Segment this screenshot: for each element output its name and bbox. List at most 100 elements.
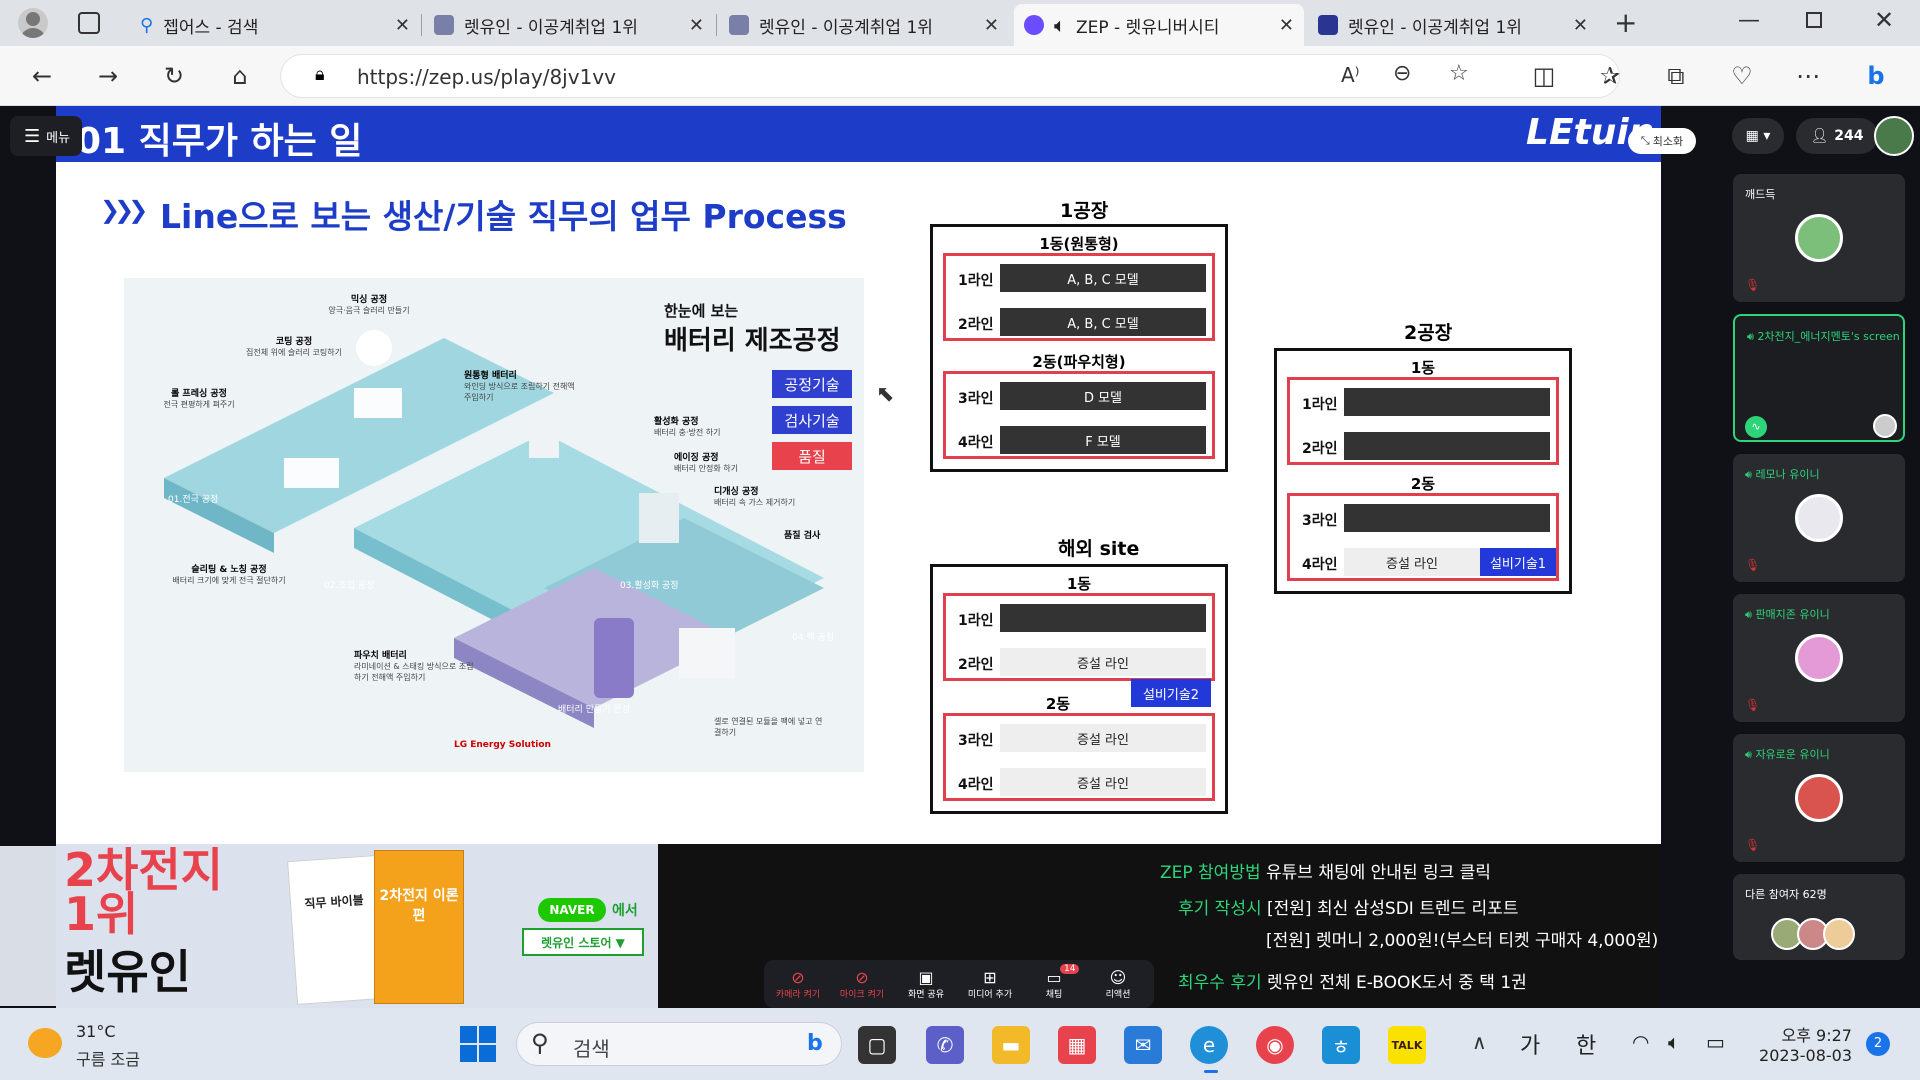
weather-temp[interactable]: 31°C: [76, 1022, 116, 1041]
profile-avatar[interactable]: [18, 8, 48, 38]
camera-button[interactable]: ⊘카메라 켜기: [770, 968, 826, 1004]
infographic-heading-big: 배터리 제조공정: [664, 326, 841, 356]
favorite-icon[interactable]: ☆: [1449, 61, 1469, 86]
file-explorer-icon[interactable]: ▬: [992, 1026, 1030, 1064]
speaking-icon: 🔊︎: [1745, 468, 1756, 481]
participant-card[interactable]: 🔊︎ 레모나 유이니 🎙︎: [1733, 454, 1905, 582]
zoom-icon[interactable]: ⊖: [1393, 61, 1412, 86]
mic-button[interactable]: ⊘마이크 켜기: [834, 968, 890, 1004]
tab-letuin-3[interactable]: 렛유인 - 이공계취업 1위 ✕: [1308, 4, 1598, 46]
weather-desc[interactable]: 구름 조금: [76, 1050, 140, 1069]
participant-name: 🔊︎ 2차전지_에너지멘토's screen: [1747, 330, 1900, 343]
split-screen-icon[interactable]: ◫: [1532, 62, 1556, 90]
tray-overflow-icon[interactable]: ∧: [1472, 1030, 1487, 1054]
ime-mode-2[interactable]: 한: [1576, 1034, 1597, 1059]
favorites-icon[interactable]: ✰: [1599, 62, 1621, 90]
microsoft-store-icon[interactable]: ▦: [1058, 1026, 1096, 1064]
mail-icon[interactable]: ✉: [1124, 1026, 1162, 1064]
participant-card[interactable]: 🔊︎ 판매지존 유이니 🎙︎: [1733, 594, 1905, 722]
back-icon[interactable]: ←: [31, 62, 53, 90]
minimize-button[interactable]: ⤡최소화: [1628, 128, 1696, 154]
participants-count: 244: [1834, 128, 1864, 144]
battery-icon[interactable]: ▭: [1706, 1030, 1725, 1054]
reaction-button[interactable]: ☺리액션: [1090, 968, 1146, 1004]
factory2-title: 2공장: [1404, 322, 1453, 344]
read-aloud-icon[interactable]: A⁾: [1341, 63, 1360, 87]
volume-icon[interactable]: 🔈︎: [1668, 1030, 1680, 1054]
browser-essentials-icon[interactable]: ♡: [1731, 62, 1753, 90]
clock-date[interactable]: 2023-08-03: [1759, 1046, 1852, 1065]
collections-icon[interactable]: ⧉: [1667, 62, 1685, 90]
tab-search[interactable]: ⚲ 젭어스 - 검색 ✕: [130, 4, 420, 46]
bing-icon[interactable]: b: [1867, 62, 1885, 90]
new-tab-button[interactable]: +: [1614, 6, 1638, 39]
url-text[interactable]: https://zep.us/play/8jv1vv: [357, 65, 616, 89]
layout-toggle-button[interactable]: ▦ ▾: [1732, 118, 1784, 154]
home-icon[interactable]: ⌂: [232, 62, 248, 90]
zep-control-bar: [764, 960, 1154, 1008]
ime-mode-1[interactable]: 가: [1520, 1034, 1541, 1059]
start-button[interactable]: [460, 1026, 496, 1062]
other-participants-card[interactable]: 다른 참여자 62명: [1733, 874, 1905, 960]
zone-label: 01.전극 공정: [168, 495, 219, 505]
search-icon: ⚲: [531, 1029, 549, 1057]
teams-chat-icon[interactable]: ✆: [926, 1026, 964, 1064]
line-label: 2라인: [958, 657, 994, 673]
close-window-button[interactable]: ✕: [1874, 6, 1895, 34]
close-icon[interactable]: ✕: [1278, 14, 1294, 36]
letuin-store-button[interactable]: 렛유인 스토어 ▼: [522, 928, 644, 956]
tab-letuin-1[interactable]: 렛유인 - 이공계취업 1위 ✕: [424, 4, 714, 46]
promo-line: 최우수 후기 렛유인 전체 E-BOOK도서 중 택 1권: [1178, 973, 1527, 993]
close-icon[interactable]: ✕: [394, 14, 410, 36]
taskbar-search[interactable]: ⚲ 검색 b: [516, 1022, 842, 1066]
participant-card-screen[interactable]: 🔊︎ 2차전지_에너지멘토's screen ∿: [1733, 314, 1905, 442]
minimize-window-button[interactable]: —: [1738, 8, 1760, 33]
close-icon[interactable]: ✕: [1572, 14, 1588, 36]
participant-card[interactable]: 깨드득 🎙︎: [1733, 174, 1905, 302]
lock-icon[interactable]: 🔒︎: [315, 64, 325, 85]
menu-button[interactable]: ☰ 메뉴: [10, 116, 82, 156]
line-model: [1000, 604, 1206, 632]
edge-icon[interactable]: e: [1190, 1026, 1228, 1064]
close-icon[interactable]: ✕: [983, 14, 999, 36]
tab-letuin-2[interactable]: 렛유인 - 이공계취업 1위 ✕: [719, 4, 1009, 46]
chrome-icon[interactable]: ◉: [1256, 1026, 1294, 1064]
wifi-icon[interactable]: ◠: [1632, 1030, 1650, 1054]
chat-button[interactable]: ▭채팅 14: [1026, 964, 1082, 1004]
more-options-icon[interactable]: ⋯: [1796, 62, 1820, 90]
participant-card[interactable]: 🔊︎ 자유로운 유이니 🎙︎: [1733, 734, 1905, 862]
weather-icon[interactable]: [28, 1028, 62, 1058]
line-label: 4라인: [958, 777, 994, 793]
my-avatar[interactable]: [1874, 116, 1914, 156]
tab-title: 렛유인 - 이공계취업 1위: [464, 17, 638, 38]
kakaotalk-icon[interactable]: TALK: [1388, 1026, 1426, 1064]
line-label: 4라인: [958, 435, 994, 451]
address-bar[interactable]: 🔒︎ https://zep.us/play/8jv1vv A⁾ ⊖ ☆: [280, 54, 1620, 98]
line-label: 1라인: [958, 613, 994, 629]
notification-badge[interactable]: 2: [1866, 1032, 1890, 1056]
forward-icon[interactable]: →: [97, 62, 119, 90]
tab-zep[interactable]: 🔈︎ ZEP - 렛유니버시티 ✕: [1014, 4, 1304, 46]
hangul-app-icon[interactable]: ㅎ: [1322, 1026, 1360, 1064]
participants-button[interactable]: 👤︎244: [1796, 118, 1878, 154]
infographic-heading-small: 한눈에 보는: [664, 302, 739, 320]
close-icon[interactable]: ✕: [688, 14, 704, 36]
tab-title: 젭어스 - 검색: [163, 17, 259, 38]
screen-share-button[interactable]: ▣화면 공유: [898, 968, 954, 1004]
line-model: 증설 라인: [1000, 648, 1206, 676]
refresh-icon[interactable]: ↻: [163, 62, 185, 90]
line-model: [1344, 432, 1550, 460]
speaking-icon: 🔊︎: [1745, 608, 1756, 621]
line-label: 2라인: [958, 317, 994, 333]
line-model: [1344, 504, 1550, 532]
clock-time[interactable]: 오후 9:27: [1781, 1026, 1852, 1045]
media-add-button[interactable]: ⊞미디어 추가: [962, 968, 1018, 1004]
speaker-icon[interactable]: 🔈︎: [1054, 13, 1066, 37]
maximize-window-button[interactable]: [1806, 12, 1822, 28]
tab-bar: ⚲ 젭어스 - 검색 ✕ 렛유인 - 이공계취업 1위 ✕ 렛유인 - 이공계취…: [0, 0, 1920, 46]
task-view-icon[interactable]: ▢: [858, 1026, 896, 1064]
tab-actions-icon[interactable]: [78, 12, 100, 34]
